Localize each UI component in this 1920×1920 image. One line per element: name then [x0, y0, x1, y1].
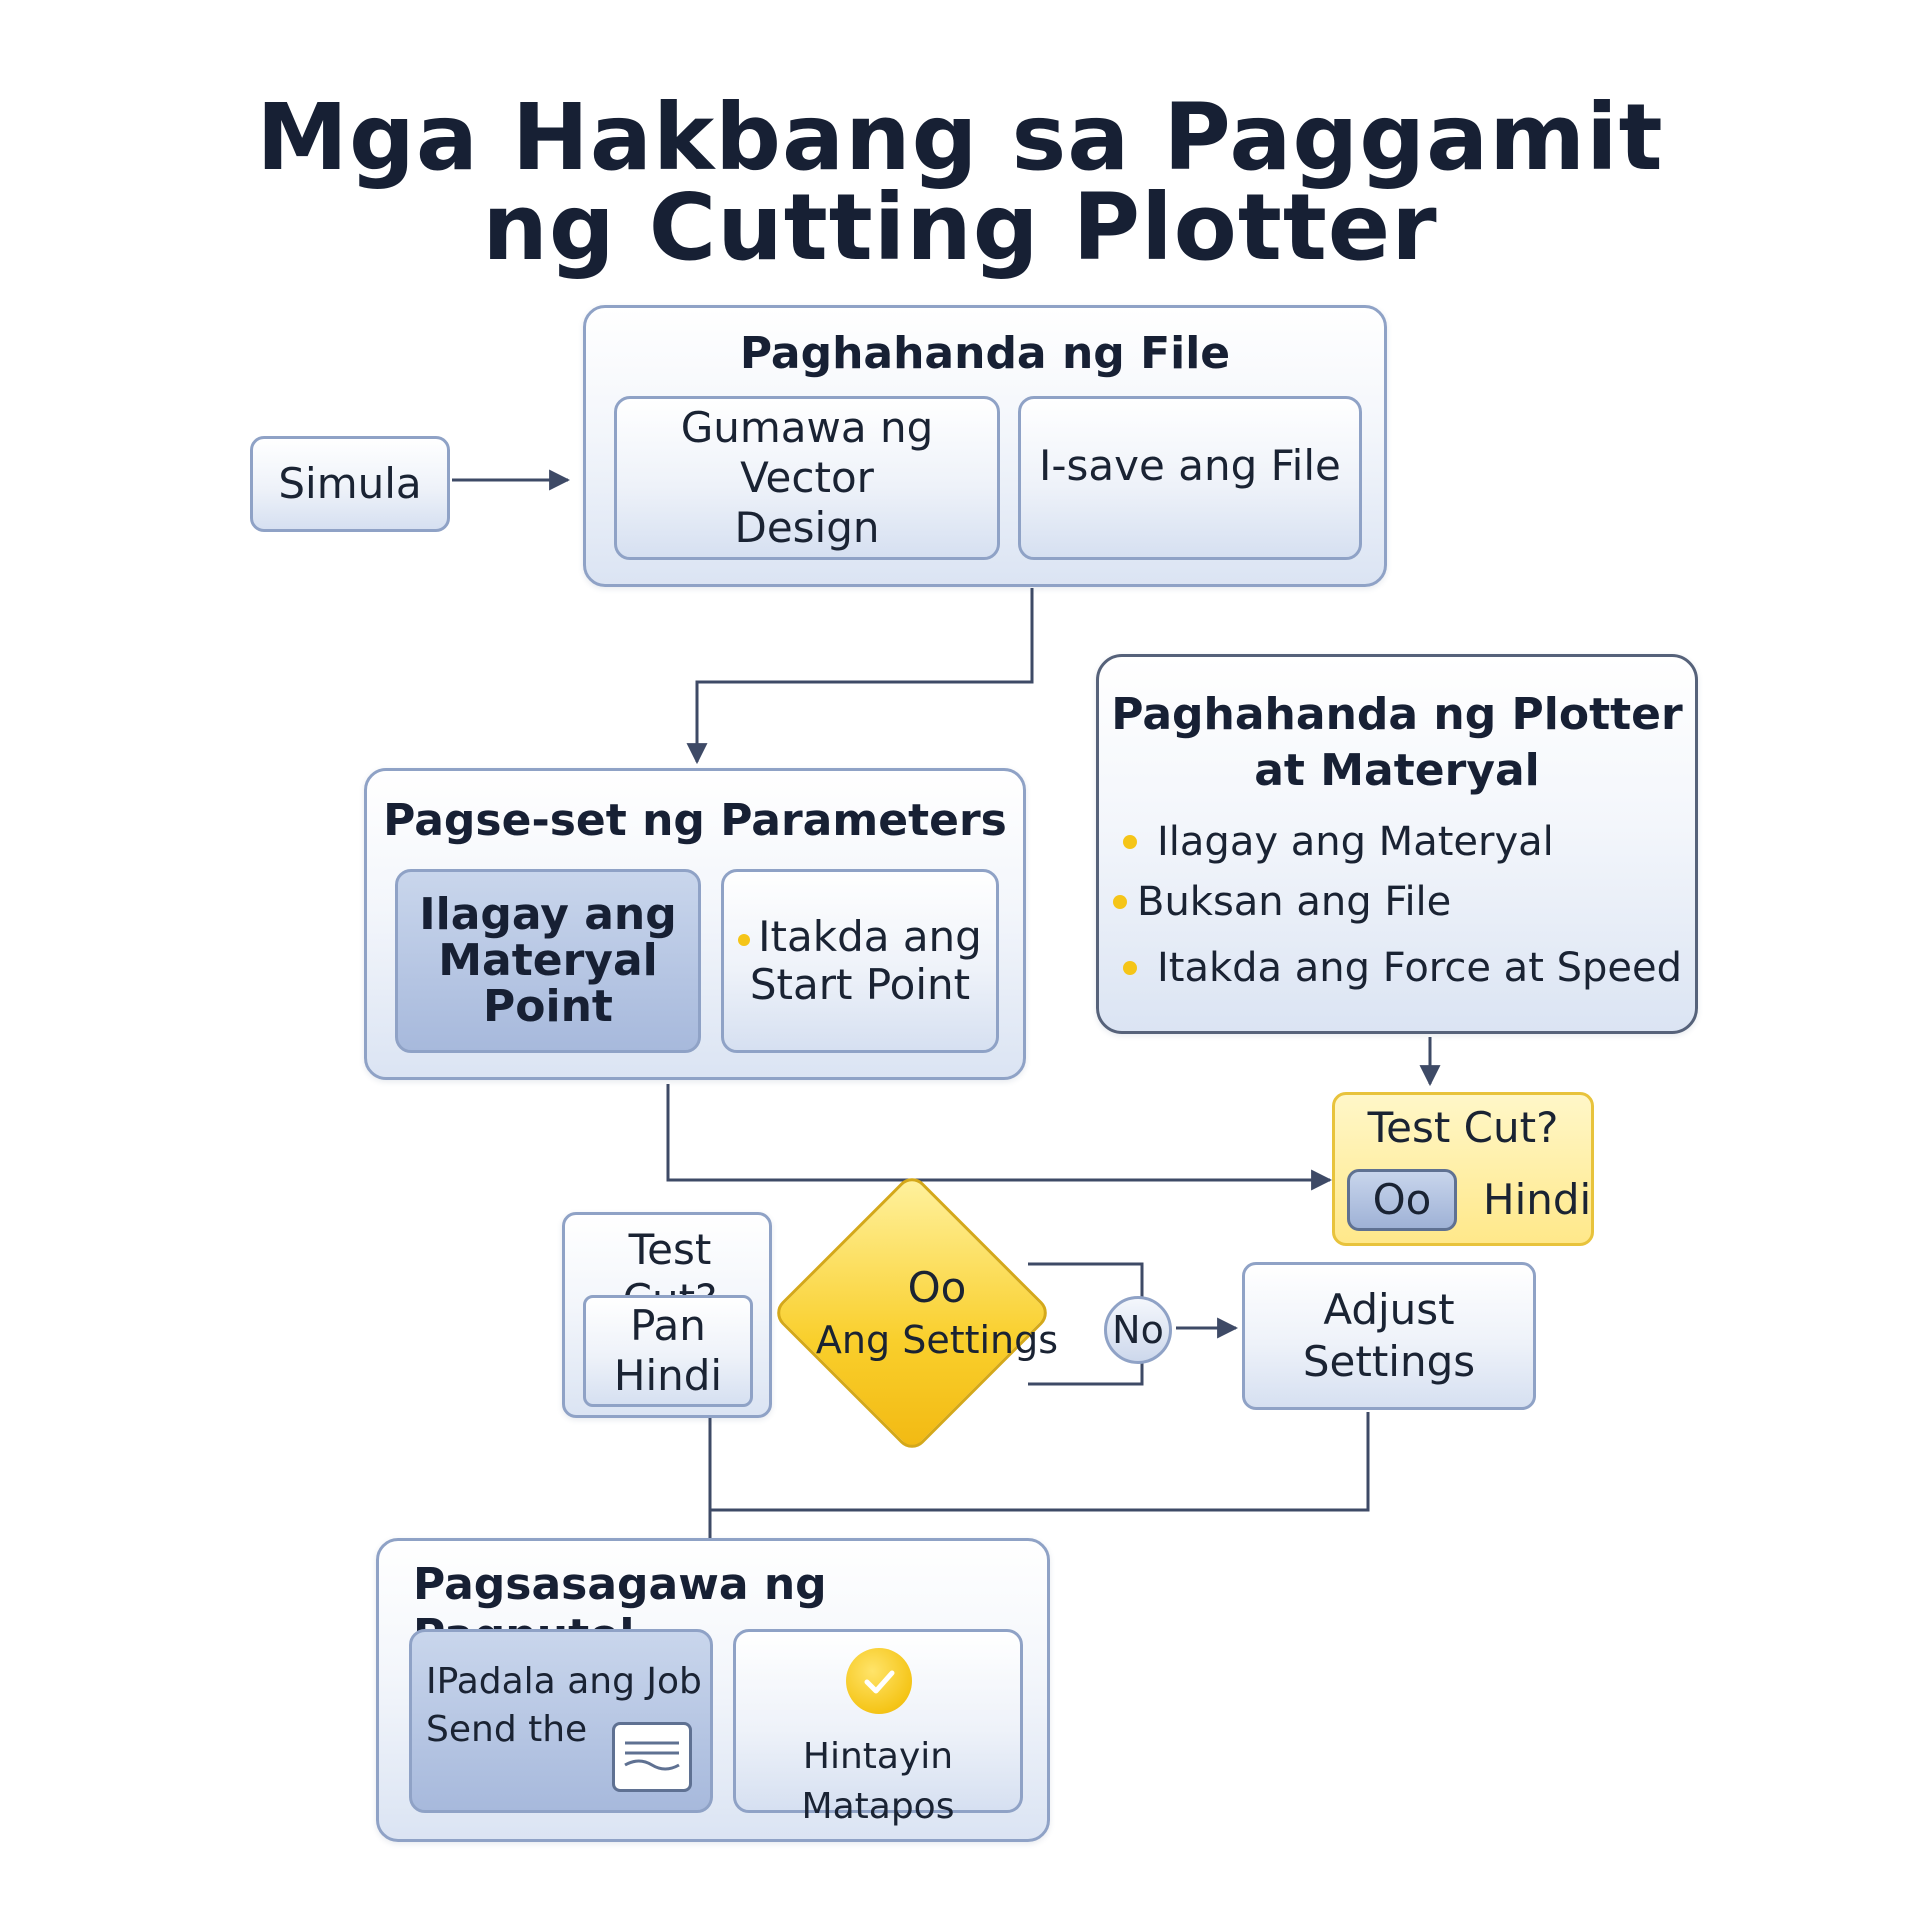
arrow-params-to-testcut [666, 1084, 1333, 1191]
decision-text: Oo Ang Settings [812, 1262, 1062, 1366]
test-cut-left-box: Test Cut? Pan Hindi [562, 1212, 772, 1418]
save-file-label: I-save ang File [1039, 441, 1341, 490]
file-prep-panel: Paghahanda ng File Gumawa ng Vector Desi… [583, 305, 1387, 587]
bullet-dot-icon [1123, 961, 1137, 975]
test-cut-left-line-1: Pan [630, 1301, 706, 1350]
document-icon [612, 1722, 692, 1792]
test-cut-left-line-2: Hindi [613, 1351, 723, 1400]
plotter-prep-heading-line-2: at Materyal [1254, 745, 1540, 796]
adjust-line-1: Adjust [1323, 1285, 1455, 1334]
no-badge: No [1104, 1296, 1172, 1364]
start-label: Simula [278, 459, 422, 508]
create-vector-design-step: Gumawa ng Vector Design [614, 396, 1000, 560]
bullet-text-3: Itakda ang Force at Speed [1157, 945, 1682, 991]
send-job-line-1: IPadala ang Job [426, 1661, 702, 1702]
plotter-prep-heading-line-1: Paghahanda ng Plotter [1111, 689, 1683, 740]
bullet-dot-icon [738, 933, 751, 946]
wait-finish-step: Hintayin Matapos [733, 1629, 1023, 1827]
set-start-line-1: Itakda ang [738, 913, 982, 961]
send-job-step: IPadala ang Job Send the [409, 1629, 713, 1813]
plotter-prep-panel: Paghahanda ng Plotter at Materyal Ilagay… [1096, 654, 1698, 1034]
create-vector-line-1: Gumawa ng Vector [680, 403, 934, 502]
send-job-line-2: Send the [426, 1709, 588, 1750]
page-title-line-2: ng Cutting Plotter [482, 174, 1438, 281]
file-prep-heading: Paghahanda ng File [739, 328, 1231, 379]
test-cut-yes-button[interactable]: Oo [1347, 1169, 1457, 1231]
plotter-bullet-1: Ilagay ang Materyal [1123, 819, 1554, 865]
place-material-line-1: Ilagay ang [419, 889, 677, 940]
decision-line-2: Ang Settings [815, 1318, 1059, 1362]
test-cut-right-box: Test Cut? Oo Hindi [1332, 1092, 1594, 1246]
page-title-line-1: Mga Hakbang sa Paggamit [256, 84, 1664, 191]
adjust-settings-step: Adjust Settings [1242, 1262, 1536, 1410]
test-cut-no-option[interactable]: Hindi [1483, 1175, 1592, 1224]
bullet-dot-icon [1123, 835, 1137, 849]
wait-finish-label: Hintayin Matapos [801, 1736, 955, 1827]
adjust-line-2: Settings [1302, 1337, 1476, 1386]
bullet-dot-icon [1113, 895, 1127, 909]
set-start-line-2: Start Point [749, 960, 971, 1009]
bullet-text-2: Buksan ang File [1137, 879, 1452, 925]
place-material-line-2: Materyal [438, 935, 658, 986]
arrow-file-to-params [686, 588, 1034, 765]
create-vector-line-2: Design [734, 503, 880, 552]
params-panel: Pagse-set ng Parameters Ilagay ang Mater… [364, 768, 1026, 1080]
save-file-step: I-save ang File [1018, 396, 1362, 560]
plotter-bullet-3: Itakda ang Force at Speed [1123, 945, 1682, 991]
place-material-line-3: Point [483, 981, 613, 1032]
decision-line-1: Oo [907, 1263, 967, 1312]
set-start-line-1-text: Itakda ang [758, 912, 982, 961]
test-cut-right-label: Test Cut? [1367, 1103, 1559, 1152]
test-cut-left-card: Pan Hindi [583, 1295, 753, 1407]
no-badge-label: No [1112, 1308, 1164, 1352]
bullet-text-1: Ilagay ang Materyal [1157, 819, 1554, 865]
start-node: Simula [250, 436, 450, 532]
test-cut-yes-label: Oo [1372, 1175, 1432, 1224]
params-heading: Pagse-set ng Parameters [383, 795, 1007, 846]
execute-panel: Pagsasagawa ng Pagputol IPadala ang Job … [376, 1538, 1050, 1842]
place-material-point-step: Ilagay ang Materyal Point [395, 869, 701, 1053]
set-start-point-step: Itakda ang Start Point [721, 869, 999, 1053]
check-circle-icon [846, 1648, 912, 1714]
plotter-bullet-2: Buksan ang File [1113, 879, 1451, 925]
line-adjust-to-execute [708, 1412, 1370, 1538]
